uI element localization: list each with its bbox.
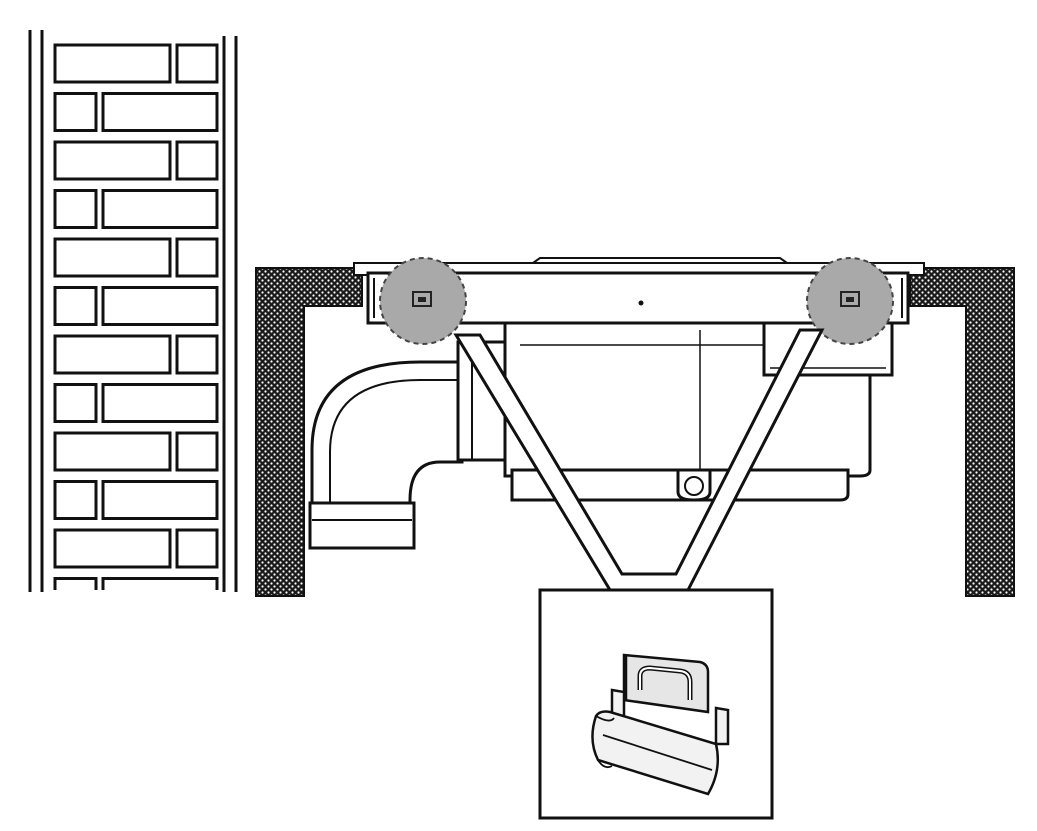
- brick: [175, 237, 219, 278]
- brick: [53, 140, 172, 181]
- brick: [175, 334, 219, 375]
- brick: [53, 189, 98, 229]
- mounting-clip-icon: [591, 653, 730, 796]
- brick: [53, 334, 172, 375]
- highlight-marker-right: [806, 257, 894, 345]
- brick: [175, 140, 219, 181]
- brick: [53, 43, 172, 84]
- brick: [101, 286, 219, 326]
- duct-elbow-icon: [308, 340, 508, 550]
- brick: [53, 528, 172, 569]
- brick: [53, 286, 98, 326]
- brick: [101, 480, 219, 520]
- brick: [175, 431, 219, 472]
- brick: [101, 92, 219, 132]
- ceiling-insulation-right: [909, 267, 1015, 597]
- brick: [53, 480, 98, 520]
- brick: [53, 431, 172, 472]
- brick: [53, 577, 98, 590]
- brick: [101, 577, 219, 590]
- brick: [53, 383, 98, 423]
- brick: [101, 189, 219, 229]
- brick: [175, 43, 219, 84]
- highlight-marker-left: [379, 257, 467, 345]
- brick: [53, 92, 98, 132]
- brick: [175, 528, 219, 569]
- brick: [101, 383, 219, 423]
- brick: [53, 237, 172, 278]
- brick-wall-icon: [28, 30, 238, 592]
